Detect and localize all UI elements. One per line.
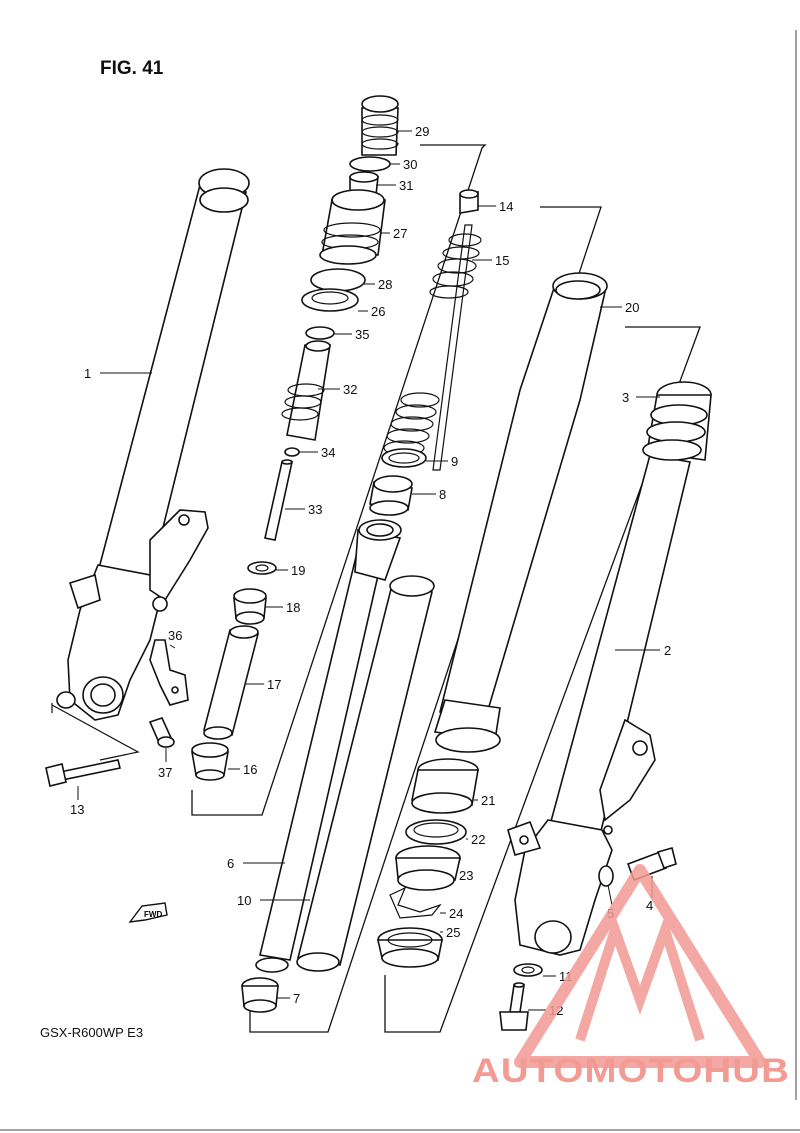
fork-spring <box>383 224 482 471</box>
label-37: 37 <box>158 765 172 780</box>
snap-ring <box>305 326 335 340</box>
lock-nut <box>459 189 479 214</box>
label-14: 14 <box>499 199 513 214</box>
frame-left-inner-tube <box>249 206 602 1033</box>
watermark-brand-text: AUTOMOTOHUB <box>472 1052 790 1090</box>
oil-lock-piece <box>241 977 279 1013</box>
label-15: 15 <box>495 253 509 268</box>
spacer-bottom <box>191 742 229 781</box>
dust-seal-25 <box>377 927 443 968</box>
spacer-tube <box>203 625 259 740</box>
damper-needle <box>264 459 293 541</box>
label-2: 2 <box>664 643 671 658</box>
rebound-spring-seat <box>369 475 413 516</box>
label-13: 13 <box>70 802 84 817</box>
fork-spring-tube <box>296 575 435 972</box>
fork-cap-bolt <box>361 95 399 156</box>
label-20: 20 <box>625 300 639 315</box>
label-35: 35 <box>355 327 369 342</box>
label-22: 22 <box>471 832 485 847</box>
label-9: 9 <box>451 454 458 469</box>
label-28: 28 <box>378 277 392 292</box>
automotohub-watermark-logo <box>514 864 766 1068</box>
dust-seal-stack <box>642 381 712 461</box>
slide-bushing <box>411 758 479 814</box>
label-21: 21 <box>481 793 495 808</box>
axle-pinch-bolt <box>45 759 121 787</box>
spacer-top <box>233 588 267 625</box>
model-code: GSX-R600WP E3 <box>40 1025 143 1040</box>
label-34: 34 <box>321 445 335 460</box>
damper-adjuster <box>281 340 331 441</box>
frame-right-inner-tube <box>384 326 701 1033</box>
label-27: 27 <box>393 226 407 241</box>
cap-housing <box>319 189 386 265</box>
label-36: 36 <box>168 628 182 643</box>
label-3: 3 <box>622 390 629 405</box>
label-8: 8 <box>439 487 446 502</box>
label-1: 1 <box>84 366 91 381</box>
label-6: 6 <box>227 856 234 871</box>
oil-seal-stopper-ring <box>389 886 442 919</box>
forward-direction-arrow: FWD <box>128 902 168 923</box>
label-17: 17 <box>267 677 281 692</box>
right-inner-tube <box>433 272 608 753</box>
label-23: 23 <box>459 868 473 883</box>
label-18: 18 <box>286 600 300 615</box>
gasket-5 <box>598 865 614 887</box>
damper-rod <box>255 519 402 973</box>
fwd-label: FWD <box>144 910 162 919</box>
label-7: 7 <box>293 991 300 1006</box>
cap-o-ring <box>349 156 391 172</box>
label-19: 19 <box>291 563 305 578</box>
label-33: 33 <box>308 502 322 517</box>
label-25: 25 <box>446 925 460 940</box>
cap-seal-ring <box>310 268 366 292</box>
oil-seal-23 <box>395 845 462 891</box>
cap-washer <box>301 288 359 312</box>
label-30: 30 <box>403 157 417 172</box>
label-24: 24 <box>449 906 463 921</box>
damper-bolt <box>499 982 529 1031</box>
washer-19 <box>247 561 277 575</box>
small-o-ring <box>284 447 300 457</box>
label-26: 26 <box>371 304 385 319</box>
label-16: 16 <box>243 762 257 777</box>
label-10: 10 <box>237 893 251 908</box>
label-31: 31 <box>399 178 413 193</box>
left-outer-tube <box>56 168 250 721</box>
figure-title: FIG. 41 <box>100 58 164 79</box>
label-32: 32 <box>343 382 357 397</box>
seal-spacer-22 <box>405 819 467 845</box>
piston-ring <box>381 448 427 468</box>
label-4: 4 <box>646 898 653 913</box>
frame-damper-group <box>191 144 487 816</box>
gasket-11 <box>513 963 543 977</box>
label-29: 29 <box>415 124 429 139</box>
guide-bolt <box>148 717 175 748</box>
brake-hose-guide <box>149 639 189 706</box>
